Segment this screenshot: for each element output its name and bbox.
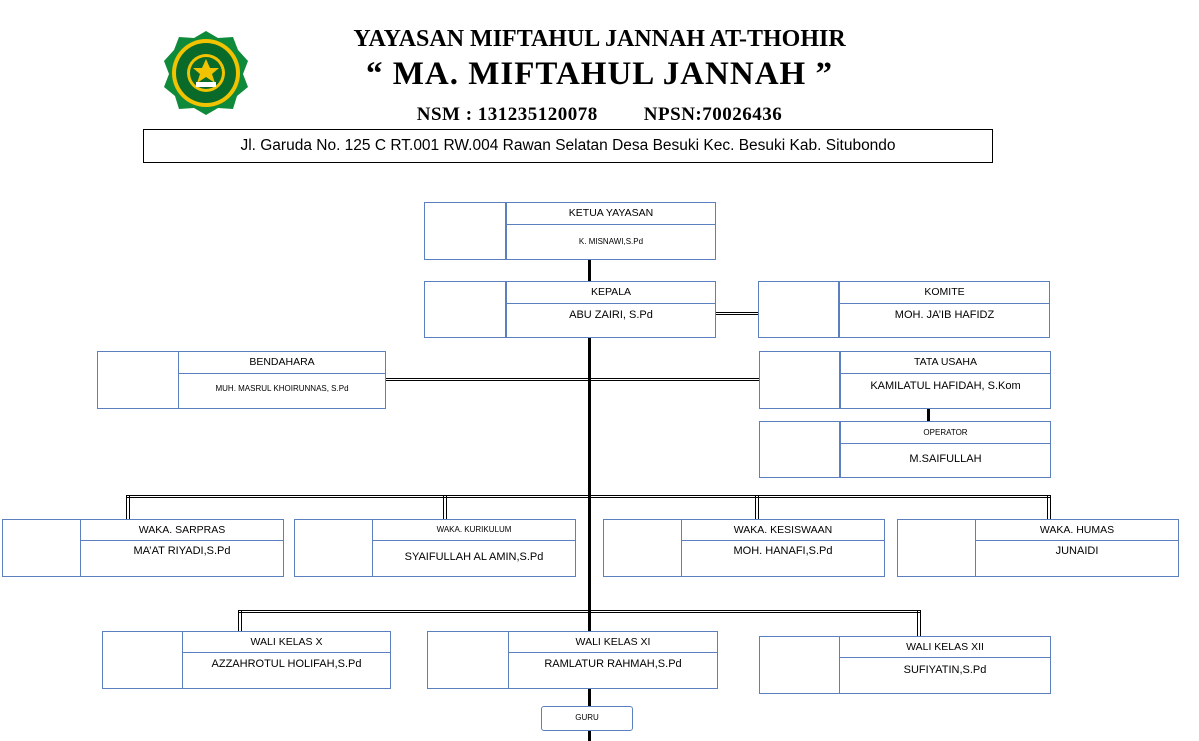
photo-placeholder	[97, 351, 179, 409]
school-address: Jl. Garuda No. 125 C RT.001 RW.004 Rawan…	[143, 129, 993, 163]
connector-wali-bar	[238, 610, 921, 613]
photo-placeholder	[102, 631, 183, 689]
person-name: ABU ZAIRI, S.Pd	[506, 303, 716, 338]
position-title: WAKA. SARPRAS	[80, 519, 284, 541]
org-box-operator: OPERATOR M.SAIFULLAH	[759, 421, 1051, 478]
person-name: SYAIFULLAH AL AMIN,S.Pd	[372, 540, 576, 577]
person-name: M.SAIFULLAH	[840, 443, 1051, 478]
person-name: JUNAIDI	[975, 540, 1179, 577]
org-box-waka-humas: WAKA. HUMAS JUNAIDI	[897, 519, 1179, 577]
photo-placeholder	[759, 636, 840, 694]
org-box-kepala: KEPALA ABU ZAIRI, S.Pd	[424, 281, 716, 338]
photo-placeholder	[759, 421, 840, 478]
position-title: WALI KELAS X	[182, 631, 391, 653]
position-title: WAKA. KESISWAAN	[681, 519, 885, 541]
connector-wali-1	[238, 610, 242, 632]
org-box-wali-kelas-xii: WALI KELAS XII SUFIYATIN,S.Pd	[759, 636, 1051, 694]
school-ids: NSM : 131235120078 NPSN:70026436	[0, 104, 1199, 126]
connector-waka-bar	[126, 495, 1051, 498]
photo-placeholder	[758, 281, 839, 338]
org-box-tata-usaha: TATA USAHA KAMILATUL HAFIDAH, S.Kom	[759, 351, 1051, 409]
connector-operator	[927, 408, 930, 421]
person-name: SUFIYATIN,S.Pd	[839, 657, 1051, 694]
person-name: KAMILATUL HAFIDAH, S.Kom	[840, 373, 1051, 409]
position-title: WAKA. HUMAS	[975, 519, 1179, 541]
photo-placeholder	[603, 519, 682, 577]
nsm-number: NSM : 131235120078	[416, 104, 598, 125]
connector-trunk	[588, 259, 591, 741]
position-title: KOMITE	[839, 281, 1050, 304]
connector-waka-4	[1047, 495, 1051, 520]
person-name: MOH. JA’IB HAFIDZ	[839, 303, 1050, 338]
org-box-wali-kelas-xi: WALI KELAS XI RAMLATUR RAHMAH,S.Pd	[427, 631, 718, 689]
position-title: KETUA YAYASAN	[506, 202, 716, 225]
org-box-komite: KOMITE MOH. JA’IB HAFIDZ	[758, 281, 1050, 338]
org-box-waka-kesiswaan: WAKA. KESISWAAN MOH. HANAFI,S.Pd	[603, 519, 885, 577]
org-box-wali-kelas-x: WALI KELAS X AZZAHROTUL HOLIFAH,S.Pd	[102, 631, 391, 689]
photo-placeholder	[2, 519, 81, 577]
photo-placeholder	[294, 519, 373, 577]
photo-placeholder	[759, 351, 840, 409]
photo-placeholder	[424, 281, 506, 338]
school-name: “ MA. MIFTAHUL JANNAH ”	[366, 56, 833, 92]
org-box-guru: GURU	[541, 706, 633, 731]
position-title: KEPALA	[506, 281, 716, 304]
photo-placeholder	[897, 519, 976, 577]
connector-staff	[384, 378, 760, 381]
org-box-bendahara: BENDAHARA MUH. MASRUL KHOIRUNNAS, S.Pd	[97, 351, 386, 409]
org-box-ketua-yayasan: KETUA YAYASAN K. MISNAWI,S.Pd	[424, 202, 716, 260]
person-name: RAMLATUR RAHMAH,S.Pd	[508, 652, 718, 689]
person-name: MOH. HANAFI,S.Pd	[681, 540, 885, 577]
connector-wali-3	[917, 610, 921, 637]
person-name: MUH. MASRUL KHOIRUNNAS, S.Pd	[178, 373, 386, 409]
school-logo	[163, 30, 249, 116]
position-title: WALI KELAS XI	[508, 631, 718, 653]
position-title: WALI KELAS XII	[839, 636, 1051, 658]
person-name: MA’AT RIYADI,S.Pd	[80, 540, 284, 577]
connector-waka-3	[755, 495, 759, 520]
position-title: WAKA. KURIKULUM	[372, 519, 576, 541]
connector-komite	[715, 312, 759, 315]
position-title: TATA USAHA	[840, 351, 1051, 374]
photo-placeholder	[427, 631, 509, 689]
foundation-name: YAYASAN MIFTAHUL JANNAH AT-THOHIR	[353, 26, 846, 52]
org-box-waka-kurikulum: WAKA. KURIKULUM SYAIFULLAH AL AMIN,S.Pd	[294, 519, 576, 577]
connector-waka-2	[443, 495, 447, 520]
connector-waka-1	[126, 495, 130, 520]
position-title: OPERATOR	[840, 421, 1051, 444]
person-name: K. MISNAWI,S.Pd	[506, 224, 716, 260]
photo-placeholder	[424, 202, 506, 260]
position-title: BENDAHARA	[178, 351, 386, 374]
npsn-number: NPSN:70026436	[643, 104, 783, 125]
person-name: AZZAHROTUL HOLIFAH,S.Pd	[182, 652, 391, 689]
org-box-waka-sarpras: WAKA. SARPRAS MA’AT RIYADI,S.Pd	[2, 519, 284, 577]
